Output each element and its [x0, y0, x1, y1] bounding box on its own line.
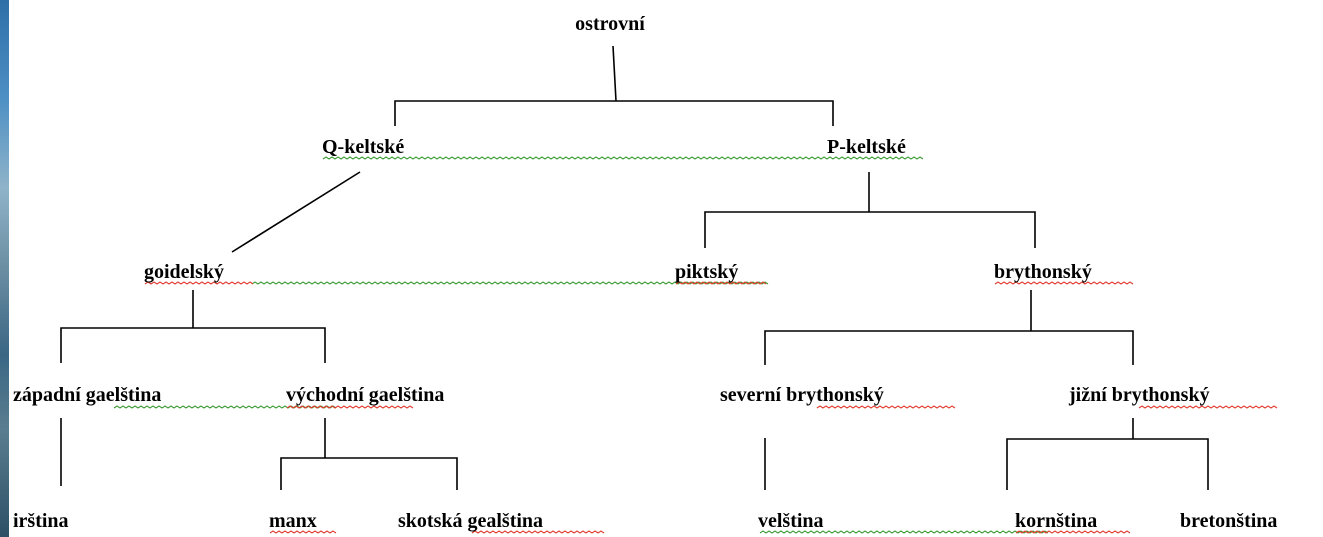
node-labels: ostrovní Q-keltské P-keltské goidelský p…: [13, 13, 1277, 532]
node-cornish: kornština: [1015, 510, 1097, 532]
node-goidelic: goidelský: [144, 261, 224, 283]
node-manx: manx: [269, 510, 317, 532]
node-south-brythonic: jižní brythonský: [1068, 384, 1210, 406]
squiggle-manx: [269, 530, 337, 534]
squiggle-cornish: [1015, 530, 1131, 534]
squiggle-pictish: [675, 281, 767, 285]
spelling-squiggles: [144, 281, 1278, 534]
node-root: ostrovní: [575, 13, 645, 35]
background-image-edge: [0, 0, 9, 537]
node-q-celtic: Q-keltské: [322, 136, 404, 158]
node-brythonic: brythonský: [994, 261, 1092, 283]
edge-q-to-goidelic: [231, 171, 361, 253]
edge-goidelic-branches: [60, 327, 326, 363]
connector-lines: [60, 45, 1209, 490]
squiggle-gealstina: [471, 530, 605, 534]
node-welsh: velština: [758, 510, 824, 532]
squiggle-brythonic: [994, 281, 1134, 285]
squiggle-goidelic: [144, 281, 254, 285]
node-north-brythonic: severní brythonský: [720, 384, 884, 406]
squiggle-q-p: [322, 156, 924, 160]
edge-root-branches: [394, 100, 834, 126]
grammar-squiggles: [113, 156, 1049, 534]
edge-p-branches: [704, 211, 1036, 248]
node-east-gaelic: východní gaelština: [286, 384, 444, 406]
edge-root: [612, 45, 617, 102]
edge-brythonic-branches: [764, 330, 1134, 365]
squiggle-south-brythonic: [1138, 405, 1278, 409]
node-p-celtic: P-keltské: [827, 136, 906, 158]
squiggle-east: [286, 405, 414, 409]
squiggle-goidelic-pictish: [251, 281, 769, 285]
squiggle-west-east: [113, 405, 337, 409]
node-scottish-gaelic: skotská gealština: [398, 510, 543, 532]
edge-east-branches: [280, 457, 458, 490]
node-pictish: piktský: [675, 261, 738, 283]
node-west-gaelic: západní gaelština: [13, 384, 161, 406]
squiggle-welsh-cornish: [759, 530, 1049, 534]
edge-south-branches: [1006, 438, 1209, 490]
node-breton: bretonština: [1180, 510, 1277, 532]
squiggle-north-brythonic: [816, 405, 956, 409]
node-irish: irština: [13, 510, 69, 532]
